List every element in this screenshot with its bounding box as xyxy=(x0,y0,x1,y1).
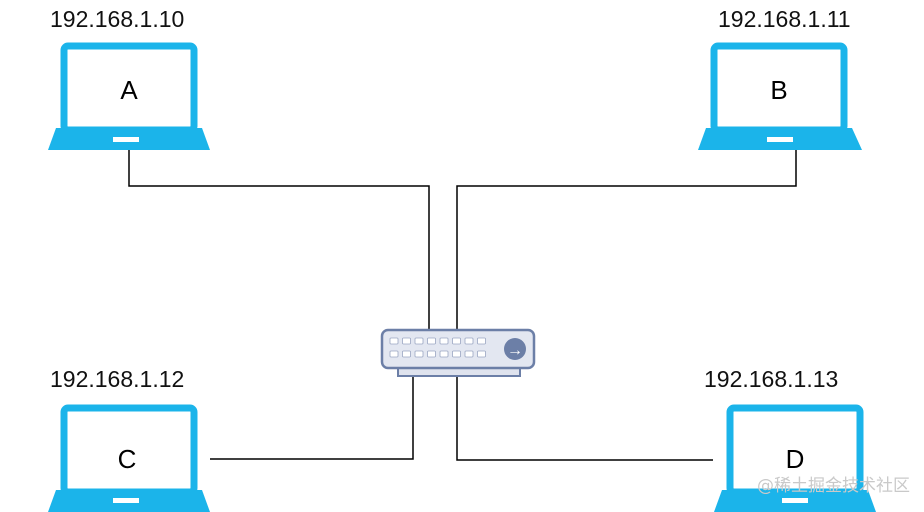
ip-label-c: 192.168.1.12 xyxy=(50,366,185,392)
laptop-label: C xyxy=(118,444,137,474)
switch-port xyxy=(477,350,486,358)
laptop-b: B xyxy=(698,42,862,150)
switch-port xyxy=(427,337,436,345)
laptop-d: D xyxy=(714,404,876,512)
laptop-a: A xyxy=(48,42,210,150)
watermark: @稀土掘金技术社区 xyxy=(757,476,910,496)
switch-port xyxy=(439,350,449,358)
switch-port xyxy=(477,337,486,345)
switch-port xyxy=(452,350,461,358)
switch-port xyxy=(402,337,411,345)
switch-port xyxy=(427,350,436,358)
switch-port xyxy=(414,350,424,358)
laptop-trackpad xyxy=(782,498,808,503)
laptop-label: B xyxy=(770,75,787,105)
switch-port xyxy=(464,350,474,358)
switch-port xyxy=(402,350,411,358)
laptop-trackpad xyxy=(767,137,793,142)
laptop-c: C xyxy=(48,404,210,512)
link-c-switch xyxy=(210,376,414,460)
laptop-label: A xyxy=(120,75,138,105)
switch-port xyxy=(414,337,424,345)
connections xyxy=(128,150,797,461)
link-d-switch xyxy=(456,372,713,461)
switch-port xyxy=(389,350,399,358)
switch-ports xyxy=(389,337,486,358)
link-a-switch xyxy=(128,150,430,332)
switch-port xyxy=(464,337,474,345)
switch-uplink-port xyxy=(504,338,526,360)
laptop-trackpad xyxy=(113,498,139,503)
arrow-right-icon: → xyxy=(507,342,523,359)
link-b-switch xyxy=(456,150,797,332)
laptop-label: D xyxy=(786,444,805,474)
ip-label-d: 192.168.1.13 xyxy=(704,366,839,392)
network-switch: → xyxy=(380,328,536,377)
switch-port xyxy=(389,337,399,345)
ip-label-a: 192.168.1.10 xyxy=(50,6,185,32)
switch-port xyxy=(452,337,461,345)
switch-port xyxy=(439,337,449,345)
laptop-trackpad xyxy=(113,137,139,142)
ip-label-b: 192.168.1.11 xyxy=(718,6,851,32)
